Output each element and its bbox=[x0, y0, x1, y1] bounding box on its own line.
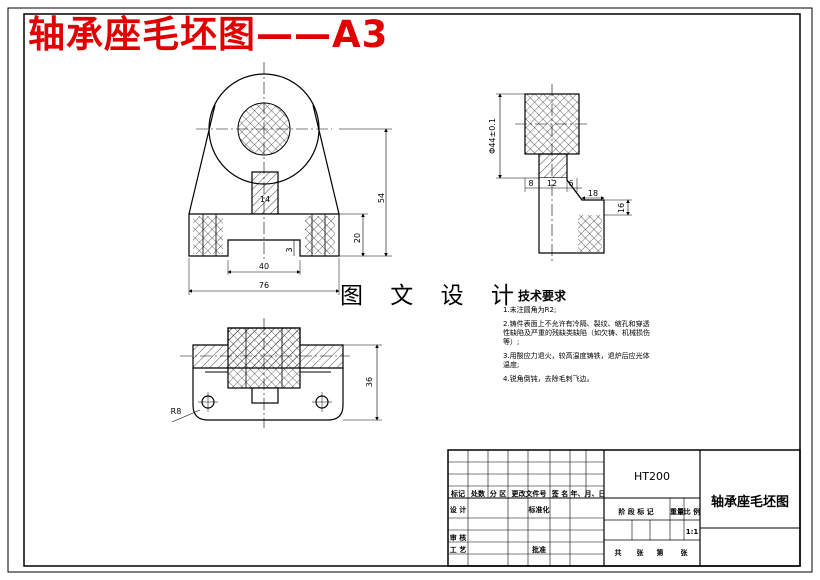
dim-14: 14 bbox=[260, 195, 270, 204]
tech-requirements-list: 1.未注圆角为R2; 2.铸件表面上不允许有冷隔、裂纹、缩孔和穿透性缺陷及严重的… bbox=[503, 306, 653, 389]
top-view-dims: 36 R8 bbox=[171, 377, 374, 416]
tb-zone: 分 区 bbox=[490, 489, 506, 498]
tb-scale: 1:1 bbox=[686, 528, 699, 536]
outer-border bbox=[7, 7, 813, 573]
tb-date: 年、月、日 bbox=[571, 489, 606, 498]
dim-36: 36 bbox=[365, 377, 374, 387]
tech-item: 3.用酸应力退火，较高温度铸铁，退炉后应光体温度; bbox=[503, 352, 650, 369]
tech-item: 1.未注圆角为R2; bbox=[503, 306, 557, 314]
tb-mark: 标记 bbox=[450, 489, 465, 498]
title-block-text: 标记 处数 分 区 更改文件号 签 名 年、月、日 设 计 标准化 审 核 工 … bbox=[450, 470, 789, 557]
title-block bbox=[447, 449, 801, 567]
watermark-text: 图 文 设 计 bbox=[340, 283, 524, 309]
tb-scale-label: 比 例 bbox=[684, 507, 700, 516]
tech-requirements-title: 技术要求 bbox=[518, 289, 567, 303]
dim-40: 40 bbox=[259, 262, 269, 271]
tb-material: HT200 bbox=[634, 470, 670, 483]
tb-part-name: 轴承座毛坯图 bbox=[711, 494, 789, 510]
tb-approve: 批准 bbox=[532, 545, 546, 554]
tb-total: 共 bbox=[615, 548, 622, 557]
top-view bbox=[171, 318, 382, 428]
dim-76: 76 bbox=[259, 281, 269, 290]
tb-sheet: 张 bbox=[637, 548, 645, 557]
tb-doc: 更改文件号 bbox=[512, 489, 547, 498]
dim-phi44: Φ44±0.1 bbox=[488, 118, 497, 154]
tech-item: 4.锐角倒钝，去除毛刺飞边。 bbox=[503, 375, 594, 383]
tb-process: 工 艺 bbox=[450, 545, 466, 554]
dim-3: 3 bbox=[285, 247, 294, 252]
tb-weight: 重量 bbox=[670, 507, 684, 516]
tb-check: 审 核 bbox=[450, 533, 466, 542]
tb-design: 设 计 bbox=[450, 505, 466, 514]
tb-standard: 标准化 bbox=[528, 505, 550, 514]
tb-sign: 签 名 bbox=[551, 489, 568, 498]
inner-border bbox=[23, 13, 801, 567]
tb-zhang2: 张 bbox=[681, 548, 689, 557]
side-view bbox=[496, 84, 632, 262]
dim-20: 20 bbox=[353, 233, 362, 243]
tb-stage: 阶 段 标 记 bbox=[618, 507, 653, 516]
dim-r8: R8 bbox=[171, 407, 182, 416]
dim-54: 54 bbox=[377, 193, 386, 203]
dim-18: 18 bbox=[588, 189, 598, 198]
tech-item: 2.铸件表面上不允许有冷隔、裂纹、缩孔和穿透性缺陷及严重的残缺类缺陷（如欠铸、机… bbox=[503, 320, 650, 346]
dim-12: 12 bbox=[547, 179, 557, 188]
front-view bbox=[188, 62, 392, 295]
dim-6: 6 bbox=[568, 179, 573, 188]
tb-count: 处数 bbox=[470, 489, 486, 498]
page-title: 轴承座毛坯图——A3 bbox=[28, 13, 389, 56]
dim-16: 16 bbox=[617, 203, 626, 213]
front-view-dims: 54 14 20 3 40 76 bbox=[259, 193, 386, 290]
side-view-dims: Φ44±0.1 8 12 6 18 16 bbox=[488, 118, 626, 213]
dim-8: 8 bbox=[528, 179, 533, 188]
tb-page: 第 bbox=[657, 548, 664, 557]
